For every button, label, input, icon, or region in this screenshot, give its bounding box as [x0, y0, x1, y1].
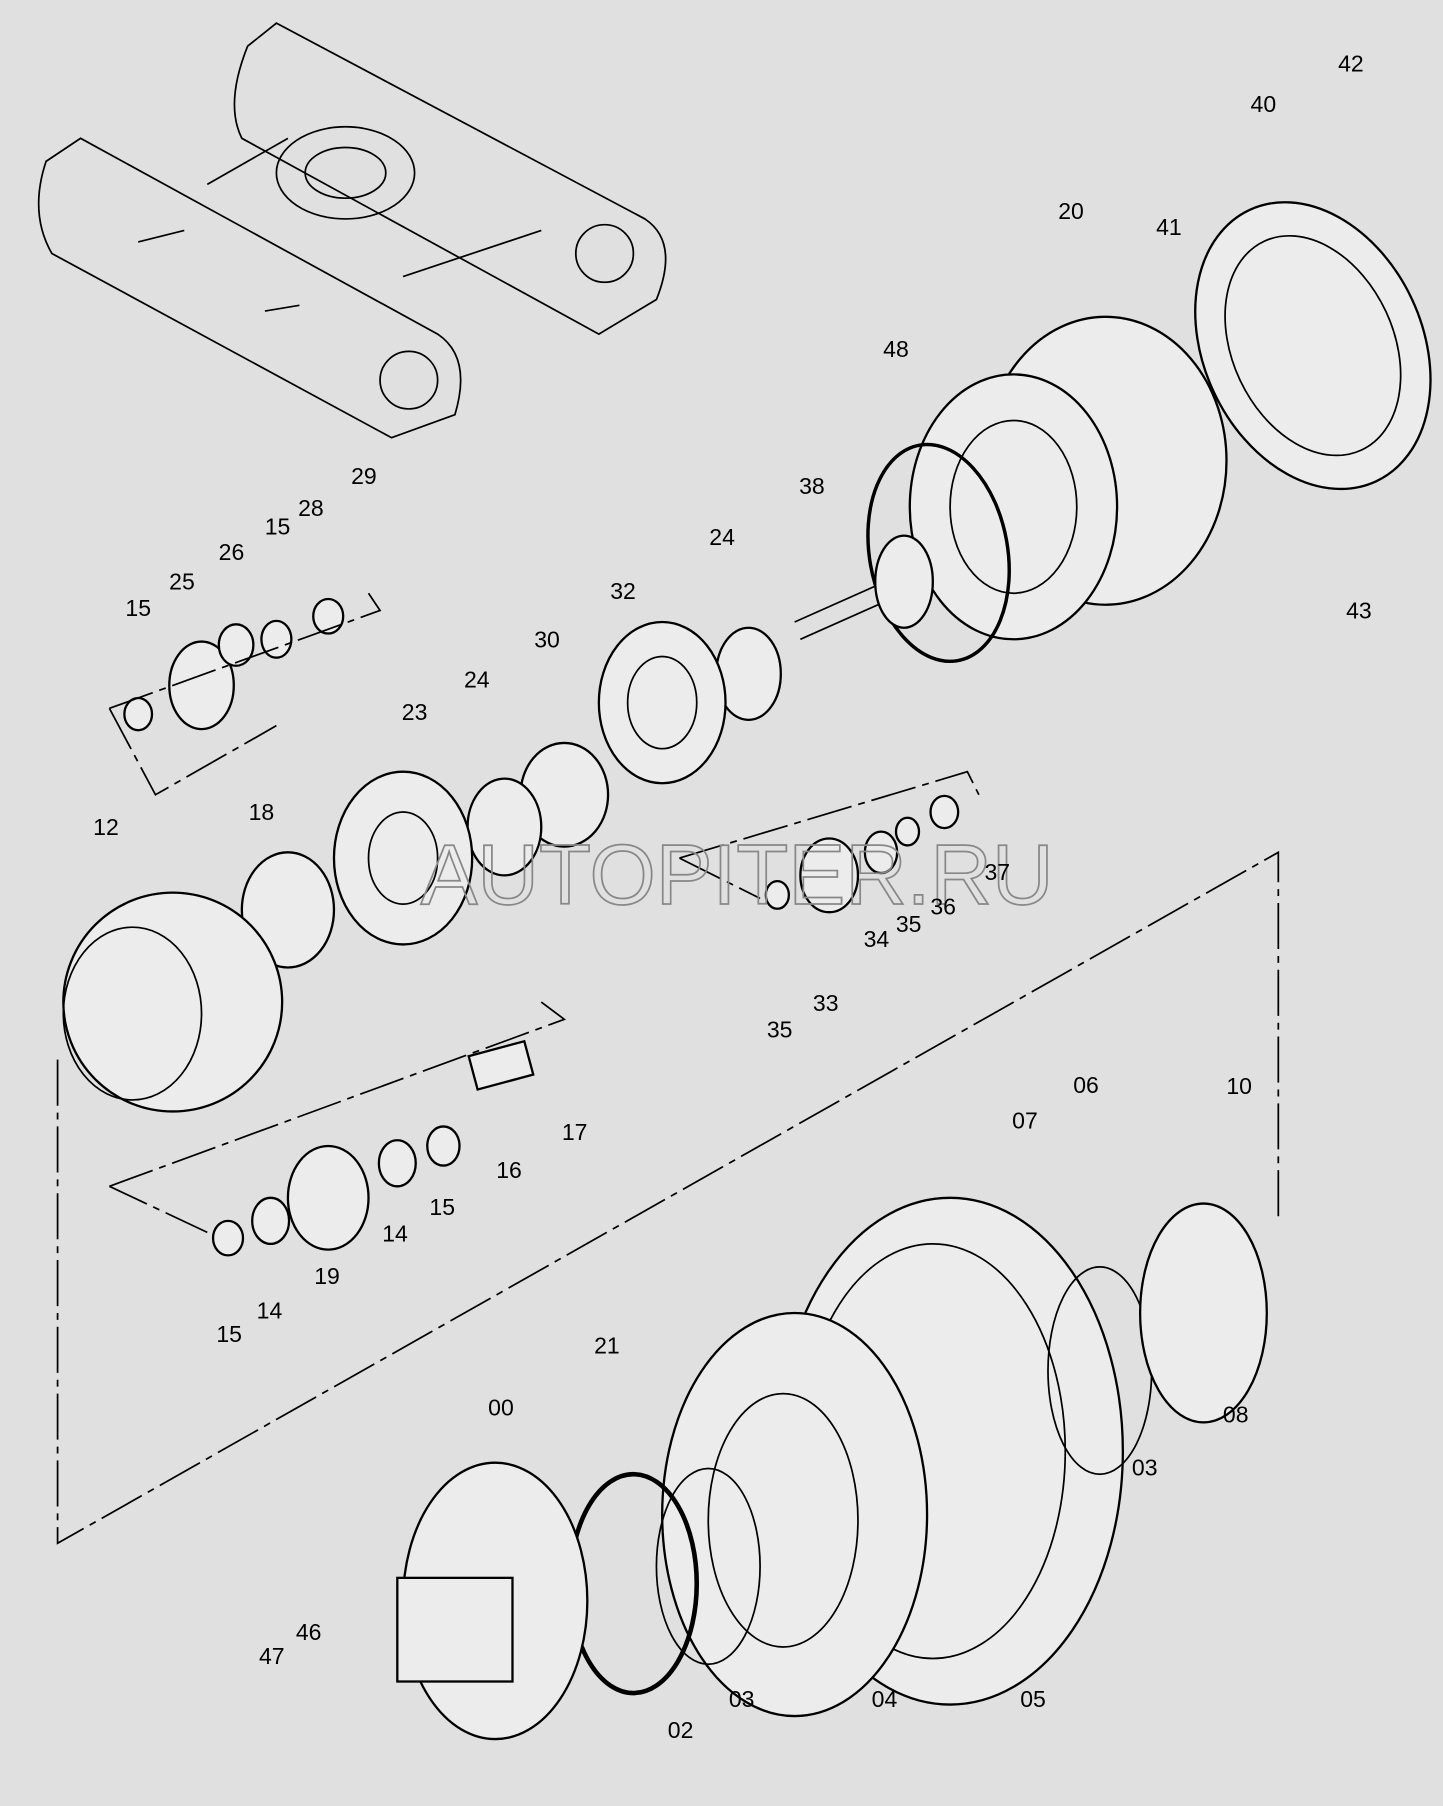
label-17: 17 [562, 1119, 588, 1145]
undercarriage-drawing [37, 22, 667, 439]
housing-12 [62, 891, 284, 1113]
label-04: 04 [872, 1686, 898, 1712]
label-23: 23 [402, 699, 428, 725]
watermark: AUTOPITER.RU [421, 828, 1054, 923]
label-24: 24 [464, 667, 490, 693]
group-line [679, 770, 980, 900]
carrier-23 [332, 770, 474, 946]
part-labels: 42 40 20 41 48 38 24 29 28 15 26 25 15 3… [93, 51, 1372, 1743]
label-37: 37 [985, 859, 1011, 885]
label-30: 30 [534, 626, 560, 652]
hub-20 [908, 315, 1228, 641]
label-26: 26 [219, 539, 245, 565]
label-06: 06 [1073, 1072, 1099, 1098]
label-07: 07 [1012, 1108, 1038, 1134]
label-15: 15 [429, 1194, 455, 1220]
gear-18 [240, 851, 336, 969]
group-line [109, 1001, 567, 1234]
label-25: 25 [169, 569, 195, 595]
label-18: 18 [249, 799, 275, 825]
label-36: 36 [930, 894, 956, 920]
group-line [56, 850, 1280, 1545]
label-34: 34 [864, 926, 890, 952]
label-38: 38 [799, 473, 825, 499]
label-03: 03 [1132, 1454, 1158, 1480]
label-41: 41 [1156, 214, 1182, 240]
label-15: 15 [216, 1321, 242, 1347]
label-40: 40 [1251, 91, 1277, 117]
label-15: 15 [265, 513, 291, 539]
small-parts [123, 597, 960, 1257]
group-line [108, 592, 382, 796]
label-46: 46 [296, 1619, 322, 1645]
shaft-38 [794, 534, 934, 641]
bearing-03 [655, 1467, 761, 1666]
label-21: 21 [594, 1332, 620, 1358]
carrier-32 [597, 620, 727, 785]
label-48: 48 [883, 336, 909, 362]
label-00: 00 [488, 1394, 514, 1420]
label-19: 19 [314, 1263, 340, 1289]
label-15: 15 [125, 595, 151, 621]
label-32: 32 [610, 578, 636, 604]
label-33: 33 [813, 990, 839, 1016]
label-02: 02 [668, 1717, 694, 1743]
label-35: 35 [767, 1017, 793, 1043]
label-10: 10 [1226, 1073, 1252, 1099]
label-08: 08 [1223, 1401, 1249, 1427]
label-47: 47 [259, 1643, 285, 1669]
label-05: 05 [1020, 1686, 1046, 1712]
label-28: 28 [298, 495, 324, 521]
label-16: 16 [496, 1157, 522, 1183]
label-43: 43 [1346, 598, 1372, 624]
o-ring-48 [866, 442, 1011, 664]
label-14: 14 [382, 1221, 408, 1247]
label-35: 35 [896, 911, 922, 937]
motor-00 [396, 1461, 589, 1741]
label-42: 42 [1338, 51, 1364, 77]
label-12: 12 [93, 814, 119, 840]
label-24: 24 [709, 524, 735, 550]
label-14: 14 [257, 1298, 283, 1324]
label-20: 20 [1058, 198, 1084, 224]
label-03: 03 [729, 1686, 755, 1712]
hub-04 [661, 1311, 929, 1718]
label-29: 29 [351, 463, 377, 489]
ring-08 [1138, 1202, 1268, 1424]
cover-40 [1194, 201, 1432, 491]
